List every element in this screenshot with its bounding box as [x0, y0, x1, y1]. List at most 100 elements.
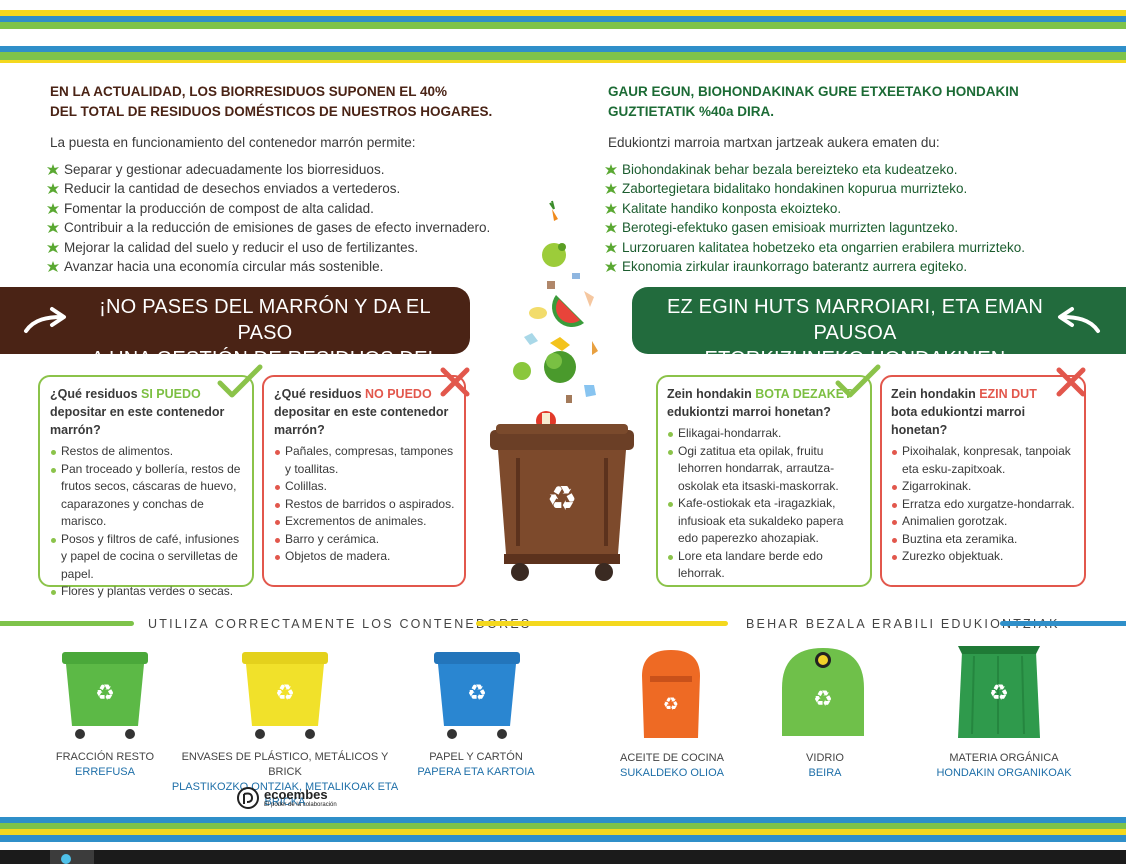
benefit-text: Biohondakinak behar bezala bereizteko et… — [622, 162, 958, 177]
apple-icon — [542, 243, 566, 267]
left-yes-q-post: depositar en este contenedor marrón? — [50, 405, 225, 437]
card-item: Restos de alimentos. — [50, 443, 246, 461]
bin-label-es: ACEITE DE COCINA — [620, 752, 724, 764]
card-item: Kafe-ostiokak eta -iragazkiak, infusioak… — [667, 495, 865, 548]
svg-text:♻: ♻ — [813, 687, 833, 712]
top-stripe-white — [0, 0, 1126, 8]
banana-peel-icon — [550, 337, 570, 351]
left-no-q-highlight: NO PUEDO — [365, 387, 432, 401]
right-no-card: Zein hondakin EZIN DUT bota edukiontzi ma… — [880, 367, 1086, 587]
bin-label-eu: PAPERA ETA KARTOIA — [417, 766, 535, 778]
card-item: Restos de barridos o aspirados. — [274, 496, 460, 514]
bin-label-eu: ERREFUSA — [75, 766, 135, 778]
lettuce-icon — [544, 351, 576, 383]
ecoembes-logo-icon — [237, 787, 259, 809]
benefit-item: Separar y gestionar adecuadamente los bi… — [46, 160, 490, 179]
svg-text:♻: ♻ — [989, 681, 1009, 706]
bin-label-envases: ENVASES DE PLÁSTICO, METÁLICOS Y BRICK P… — [166, 750, 404, 810]
right-benefits-list: Biohondakinak behar bezala bereizteko et… — [604, 160, 1025, 276]
benefit-text: Berotegi-efektuko gasen emisioak murrizt… — [622, 220, 959, 236]
cross-icon — [440, 367, 470, 397]
top-stripe-yellow-2 — [0, 60, 1126, 63]
benefit-item: Contribuir a la reducción de emisiones d… — [46, 218, 490, 237]
leaf-bullet-icon — [47, 164, 59, 175]
browser-icon[interactable] — [61, 854, 71, 864]
card-item: Elikagai-hondarrak. — [667, 425, 865, 443]
taskbar-active-app[interactable] — [50, 850, 94, 864]
bottom-stripe-green — [0, 823, 1126, 829]
bin-label-es: VIDRIO — [806, 752, 844, 764]
benefit-item: Lurzoruaren kalitatea hobetzeko eta onga… — [604, 238, 1025, 257]
benefit-item: Ekonomia zirkular iraunkorrago baterantz… — [604, 257, 1025, 276]
tissue-icon — [584, 385, 596, 397]
right-no-items: Pixoihalak, konpresak, tanpoiak eta esku… — [891, 443, 1083, 566]
card-item: Objetos de madera. — [274, 548, 460, 566]
section-line-blue — [1000, 621, 1126, 626]
recycle-icon: ♻ — [547, 479, 577, 519]
right-heading-line1: GAUR EGUN, BIOHONDAKINAK GURE ETXEETAKO … — [608, 84, 1019, 99]
organic-bin-icon: ♻ — [958, 646, 1040, 738]
right-yes-items: Elikagai-hondarrak.Ogi zatitua eta opila… — [667, 425, 865, 583]
left-no-q-post: depositar en este contenedor marrón? — [274, 405, 449, 437]
carrot-icon — [549, 200, 558, 221]
card-item: Animalien gorotzak. — [891, 513, 1083, 531]
left-heading-line2: DEL TOTAL DE RESIDUOS DOMÉSTICOS DE NUES… — [50, 104, 493, 119]
leaf-bullet-icon — [605, 261, 617, 273]
section-title-es: UTILIZA CORRECTAMENTE LOS CONTENEDORES — [148, 617, 532, 631]
card-item: Barro y cerámica. — [274, 531, 460, 549]
card-item: Erratza edo xurgatze-hondarrak. — [891, 496, 1083, 514]
left-yes-items: Restos de alimentos.Pan troceado y bolle… — [50, 443, 246, 601]
top-stripe-yellow — [0, 10, 1126, 16]
benefit-item: Mejorar la calidad del suelo y reducir e… — [46, 238, 490, 257]
card-item: Pan troceado y bollería, restos de fruto… — [50, 461, 246, 531]
leaf-bullet-icon — [47, 183, 59, 195]
right-no-q-pre: Zein hondakin — [891, 387, 980, 401]
right-no-q-post: bota edukiontzi marroi honetan? — [891, 405, 1026, 437]
bottom-stripe-blue — [0, 817, 1126, 823]
right-yes-q-pre: Zein hondakin — [667, 387, 756, 401]
card-item: Colillas. — [274, 478, 460, 496]
benefit-item: Reducir la cantidad de desechos enviados… — [46, 179, 490, 198]
benefit-item: Fomentar la producción de compost de alt… — [46, 199, 490, 218]
bin-label-papel: PAPEL Y CARTÓN PAPERA ETA KARTOIA — [410, 750, 542, 780]
benefit-text: Kalitate handiko konposta ekoizteko. — [622, 200, 842, 216]
card-item: Ogi zatitua eta opilak, fruitu lehorren … — [667, 443, 865, 496]
benefit-item: Kalitate handiko konposta ekoizteko. — [604, 199, 1025, 218]
brown-bin-illustration: ♻ — [490, 424, 634, 581]
top-stripe-green-2 — [0, 52, 1126, 60]
bin-label-es: PAPEL Y CARTÓN — [429, 751, 523, 763]
card-item: Zigarrokinak. — [891, 478, 1083, 496]
blue-bin-icon: ♻ — [434, 652, 520, 739]
card-item: Flores y plantas verdes o secas. — [50, 583, 246, 601]
leaf-bullet-icon — [605, 241, 617, 253]
eggshell-icon — [547, 281, 555, 289]
left-heading-line1: EN LA ACTUALIDAD, LOS BIORRESIDUOS SUPON… — [50, 84, 448, 99]
check-icon — [217, 364, 263, 398]
bottom-stripe-blue-2 — [0, 835, 1126, 842]
paper-scrap-icon — [572, 273, 580, 279]
bin-label-es: ENVASES DE PLÁSTICO, METÁLICOS Y BRICK — [181, 751, 389, 778]
card-item: Zurezko objektuak. — [891, 548, 1083, 566]
right-yes-q-highlight: BOTA DEZAKET — [755, 387, 852, 401]
section-title-eu: BEHAR BEZALA ERABILI EDUKIONTZIAK — [746, 617, 1060, 631]
bread-icon — [529, 307, 547, 319]
benefit-text: Ekonomia zirkular iraunkorrago baterantz… — [622, 259, 968, 275]
card-item: Lore eta landare berde edo lehorrak. — [667, 548, 865, 583]
benefit-text: Separar y gestionar adecuadamente los bi… — [64, 162, 385, 177]
benefit-text: Lurzoruaren kalitatea hobetzeko eta onga… — [622, 239, 1025, 255]
left-banner-line1: ¡NO PASES DEL MARRÓN Y DA EL PASO — [99, 296, 431, 344]
benefit-text: Fomentar la producción de compost de alt… — [64, 200, 374, 216]
bin-label-es: MATERIA ORGÁNICA — [949, 752, 1059, 764]
bin-label-eu: SUKALDEKO OLIOA — [620, 767, 724, 779]
check-icon — [835, 364, 881, 398]
leaf-bullet-icon — [47, 202, 59, 214]
leaf-bullet-icon — [605, 202, 617, 214]
right-no-q-highlight: EZIN DUT — [979, 387, 1037, 401]
right-heading: GAUR EGUN, BIOHONDAKINAK GURE ETXEETAKO … — [608, 82, 1019, 122]
benefit-item: Zabortegietara bidalitako hondakinen kop… — [604, 179, 1025, 198]
